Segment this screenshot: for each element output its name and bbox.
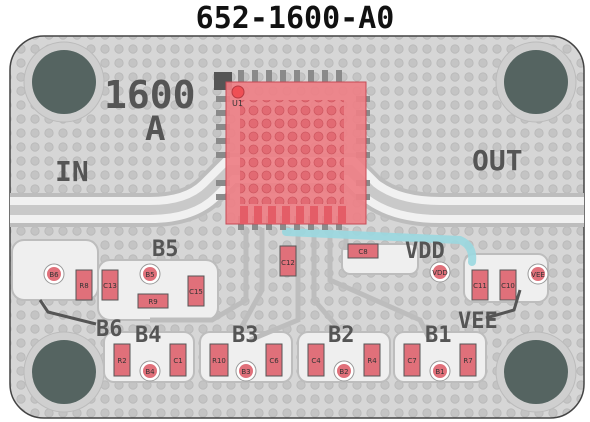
svg-text:C11: C11 <box>473 282 487 290</box>
svg-text:B6: B6 <box>49 271 59 279</box>
component-c6: C6 <box>265 343 283 377</box>
testpoint-b5: B5 <box>139 263 161 285</box>
svg-text:B1: B1 <box>435 368 444 376</box>
testpoint-b6: B6 <box>43 263 65 285</box>
component-c13: C13 <box>101 269 119 301</box>
svg-text:R9: R9 <box>148 298 157 306</box>
component-r2: R2 <box>113 343 131 377</box>
component-r8: R8 <box>75 269 93 301</box>
silkscreen-lines <box>38 289 522 326</box>
component-c15: C15 <box>187 275 205 307</box>
component-r9: R9 <box>137 293 169 309</box>
component-c10: C10 <box>499 269 517 301</box>
vdd-supply-trace <box>282 228 477 266</box>
port-vee-label: VEE <box>458 309 498 334</box>
chip-u1 <box>214 70 370 230</box>
svg-text:B5: B5 <box>145 271 154 279</box>
svg-text:VEE: VEE <box>531 271 545 279</box>
group-b4-label: B4 <box>135 323 162 348</box>
group-b5-label: B5 <box>152 237 179 262</box>
port-in-label: IN <box>55 155 89 188</box>
component-r10: R10 <box>209 343 229 377</box>
board-title: 652-1600-A0 <box>196 1 395 36</box>
svg-text:C4: C4 <box>311 357 321 365</box>
group-b1-label: B1 <box>425 323 452 348</box>
chip-marking: 1600 <box>104 73 196 117</box>
testpoint-b4: B4 <box>139 360 161 382</box>
svg-text:C8: C8 <box>358 248 367 256</box>
group-b6-label: B6 <box>96 317 123 342</box>
svg-text:C12: C12 <box>281 259 295 267</box>
component-c7: C7 <box>403 343 421 377</box>
testpoint-b3: B3 <box>235 360 257 382</box>
svg-text:C6: C6 <box>269 357 279 365</box>
port-vdd-label: VDD <box>405 239 445 264</box>
svg-text:C15: C15 <box>189 288 203 296</box>
svg-text:B2: B2 <box>339 368 348 376</box>
svg-text:B4: B4 <box>145 368 155 376</box>
svg-text:VDD: VDD <box>432 269 448 277</box>
svg-text:C13: C13 <box>103 282 117 290</box>
component-c8: C8 <box>347 243 379 259</box>
testpoint-b2: B2 <box>333 360 355 382</box>
port-out-label: OUT <box>472 144 523 177</box>
component-c1: C1 <box>169 343 187 377</box>
chip-revision: A <box>145 109 165 149</box>
svg-text:R10: R10 <box>212 357 226 365</box>
mounting-holes <box>23 41 577 413</box>
svg-text:R2: R2 <box>117 357 126 365</box>
group-b2-label: B2 <box>328 323 355 348</box>
group-b3-label: B3 <box>232 323 259 348</box>
svg-text:C1: C1 <box>173 357 182 365</box>
component-c11: C11 <box>471 269 489 301</box>
testpoint-vdd: VDD <box>429 261 451 283</box>
svg-text:B3: B3 <box>241 368 250 376</box>
component-r4: R4 <box>363 343 381 377</box>
bias-traces <box>150 228 433 343</box>
testpoint-vee: VEE <box>527 263 549 285</box>
component-r7: R7 <box>459 343 477 377</box>
component-c4: C4 <box>307 343 325 377</box>
svg-text:C7: C7 <box>407 357 416 365</box>
component-c12: C12 <box>279 245 297 277</box>
testpoint-b1: B1 <box>429 360 451 382</box>
svg-text:R7: R7 <box>463 357 472 365</box>
svg-text:C10: C10 <box>501 282 515 290</box>
chip-ref-label: U1 <box>232 99 243 108</box>
svg-text:R4: R4 <box>367 357 377 365</box>
svg-text:R8: R8 <box>79 282 88 290</box>
